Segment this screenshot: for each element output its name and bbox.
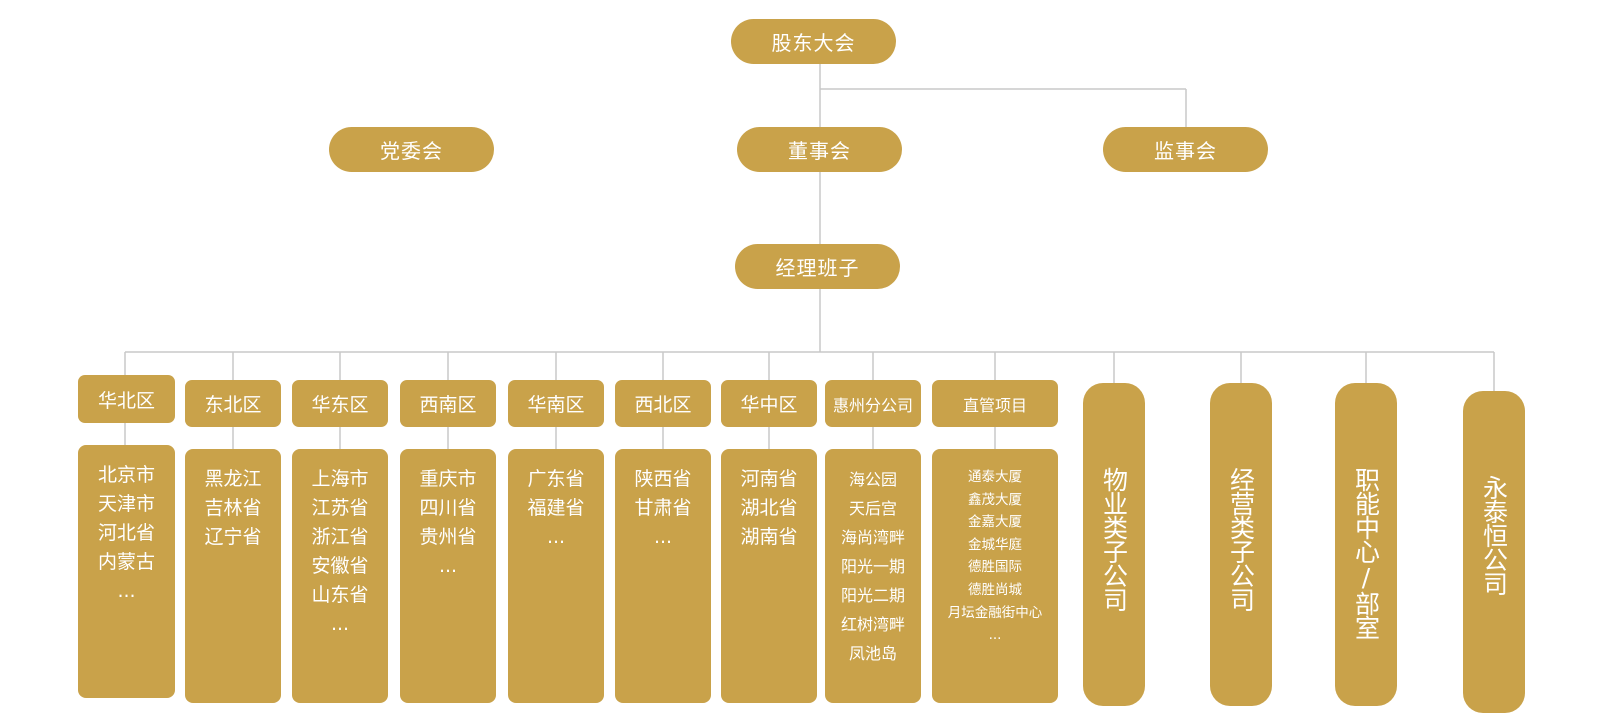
region-item: 天后宫 xyxy=(848,499,897,518)
region-item: 甘肃省 xyxy=(634,497,692,519)
region-item: 辽宁省 xyxy=(204,526,262,548)
region-panel: 重庆市 四川省 贵州省 ... xyxy=(400,449,496,703)
region-panel: 通泰大厦 鑫茂大厦 金嘉大厦 金城华庭 德胜国际 德胜尚城 月坛金融街中心 ..… xyxy=(932,449,1058,703)
node-board: 董事会 xyxy=(737,127,902,172)
region-item: 北京市 xyxy=(97,464,155,486)
region-item: 鑫茂大厦 xyxy=(968,491,1022,508)
region-item: ... xyxy=(988,627,1002,644)
region-item: 德胜尚城 xyxy=(968,581,1022,598)
node-party-committee: 党委会 xyxy=(329,127,494,172)
region-item: 安徽省 xyxy=(311,555,369,577)
region-item: 福建省 xyxy=(527,497,585,519)
region-panel: 广东省 福建省 ... xyxy=(508,449,604,703)
region-item: 凤池岛 xyxy=(848,644,897,663)
node-shareholders: 股东大会 xyxy=(731,19,896,64)
node-supervisors: 监事会 xyxy=(1103,127,1268,172)
region-item: 江苏省 xyxy=(311,497,369,519)
subsidiary-box: 经营类子公司 xyxy=(1210,383,1272,706)
region-header: 西南区 xyxy=(400,380,496,427)
region-item: 月坛金融街中心 xyxy=(947,604,1043,621)
region-item: 黑龙江 xyxy=(204,468,262,490)
region-header: 华中区 xyxy=(721,380,817,427)
region-item: 四川省 xyxy=(419,497,477,519)
region-item: 重庆市 xyxy=(419,468,477,490)
region-panel: 黑龙江 吉林省 辽宁省 xyxy=(185,449,281,703)
region-panel: 上海市 江苏省 浙江省 安徽省 山东省 ... xyxy=(292,449,388,703)
region-header: 华北区 xyxy=(78,375,175,423)
region-item: 上海市 xyxy=(311,468,369,490)
region-header: 惠州分公司 xyxy=(825,380,921,427)
subsidiary-box: 职能中心/部室 xyxy=(1335,383,1397,706)
region-header: 直管项目 xyxy=(932,380,1058,427)
region-item: 陕西省 xyxy=(634,468,692,490)
region-header: 华南区 xyxy=(508,380,604,427)
region-header: 西北区 xyxy=(615,380,711,427)
subsidiary-box: 永泰恒公司 xyxy=(1463,391,1525,713)
region-item: 阳光一期 xyxy=(840,557,905,576)
region-item: 天津市 xyxy=(97,493,155,515)
region-item: ... xyxy=(438,555,458,577)
subsidiary-label: 永泰恒公司 xyxy=(1479,475,1509,595)
region-item: 浙江省 xyxy=(311,526,369,548)
region-item: 湖南省 xyxy=(740,526,798,548)
region-item: ... xyxy=(117,580,136,602)
subsidiary-box: 物业类子公司 xyxy=(1083,383,1145,706)
subsidiary-label: 物业类子公司 xyxy=(1099,467,1129,611)
region-item: 金城华庭 xyxy=(968,536,1022,553)
region-panel: 海公园 天后宫 海尚湾畔 阳光一期 阳光二期 红树湾畔 凤池岛 xyxy=(825,449,921,703)
region-header: 华东区 xyxy=(292,380,388,427)
region-item: 红树湾畔 xyxy=(840,615,905,634)
region-item: ... xyxy=(653,526,673,548)
region-item: 河北省 xyxy=(97,522,155,544)
region-panel: 陕西省 甘肃省 ... xyxy=(615,449,711,703)
region-item: 海公园 xyxy=(848,470,897,489)
region-panel: 北京市 天津市 河北省 内蒙古 ... xyxy=(78,445,175,698)
subsidiary-label: 职能中心/部室 xyxy=(1351,467,1381,639)
region-item: 海尚湾畔 xyxy=(840,528,905,547)
region-item: 吉林省 xyxy=(204,497,262,519)
region-item: 湖北省 xyxy=(740,497,798,519)
region-item: 金嘉大厦 xyxy=(968,514,1022,531)
region-item: 山东省 xyxy=(311,584,369,606)
region-item: ... xyxy=(546,526,566,548)
region-item: 广东省 xyxy=(527,468,585,490)
region-item: 通泰大厦 xyxy=(968,469,1022,485)
node-management: 经理班子 xyxy=(735,244,900,289)
region-panel: 河南省 湖北省 湖南省 xyxy=(721,449,817,703)
region-item: 德胜国际 xyxy=(968,559,1022,576)
region-item: ... xyxy=(330,613,350,635)
region-item: 内蒙古 xyxy=(97,551,155,573)
region-header: 东北区 xyxy=(185,380,281,427)
region-item: 阳光二期 xyxy=(840,586,905,605)
subsidiary-label: 经营类子公司 xyxy=(1226,467,1256,611)
region-item: 贵州省 xyxy=(419,526,477,548)
region-item: 河南省 xyxy=(740,468,798,490)
